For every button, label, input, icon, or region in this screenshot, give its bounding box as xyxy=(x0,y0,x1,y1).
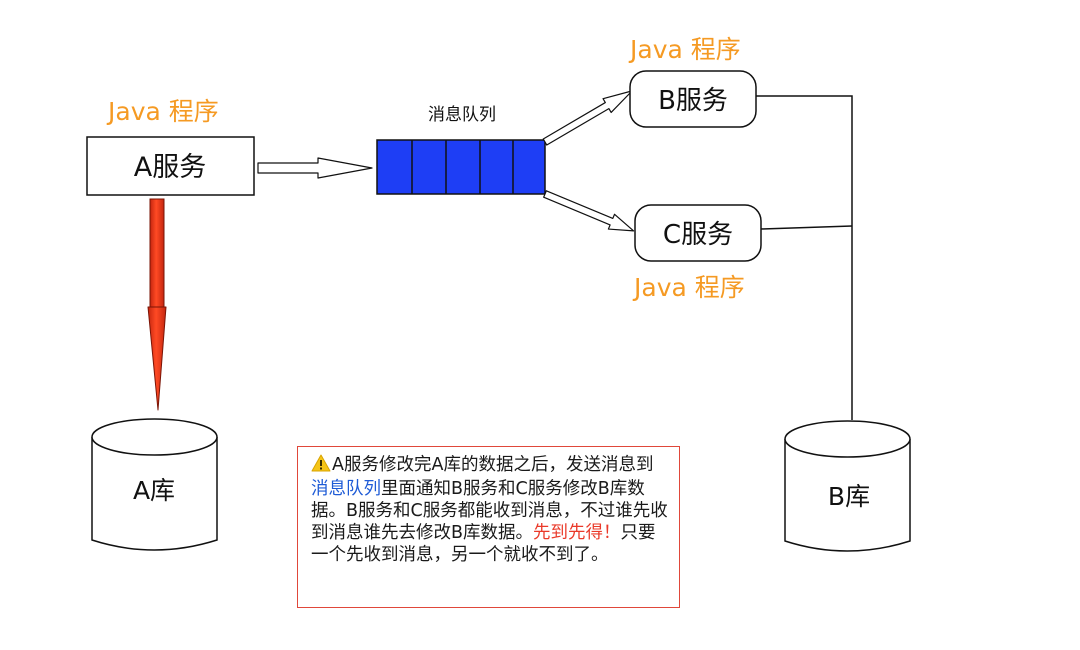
note-highlight-first: 先到先得！ xyxy=(533,523,621,543)
database-b: B库 xyxy=(784,420,911,552)
java-label-c: Java 程序 xyxy=(632,273,745,302)
arrow-a-to-db xyxy=(147,198,167,411)
service-c-node: C服务 xyxy=(634,204,762,262)
service-c-label: C服务 xyxy=(663,220,733,250)
java-label-b: Java 程序 xyxy=(628,35,741,64)
service-a-node: A服务 xyxy=(86,136,255,196)
queue-title: 消息队列 xyxy=(428,105,496,125)
service-b-node: B服务 xyxy=(629,70,757,128)
database-a: A库 xyxy=(91,418,218,551)
note-text-part2: 里面通知B服务和C服务修改B库数据。B服务和C服务都能收到消息，不过谁先收到消息… xyxy=(311,479,668,543)
connector-b-to-db xyxy=(756,95,853,420)
note-text-part3: 只要一个先收到消息，另一个就收不到了。 xyxy=(311,523,656,565)
arrow-queue-to-c xyxy=(543,190,635,232)
service-a-label: A服务 xyxy=(134,152,206,183)
note-highlight-queue: 消息队列 xyxy=(311,479,381,499)
service-b-label: B服务 xyxy=(658,86,728,116)
connector-c-to-db xyxy=(760,225,853,230)
java-label-a: Java 程序 xyxy=(106,97,219,126)
db-a-label: A库 xyxy=(133,476,175,505)
explanation-note: A服务修改完A库的数据之后，发送消息到消息队列里面通知B服务和C服务修改B库数据… xyxy=(297,446,680,608)
message-queue xyxy=(376,139,546,195)
arrow-queue-to-b xyxy=(542,90,633,146)
warning-icon xyxy=(311,454,331,478)
note-text-part1: A服务修改完A库的数据之后，发送消息到 xyxy=(332,455,654,475)
arrow-a-to-queue xyxy=(257,157,373,179)
db-b-label: B库 xyxy=(828,482,870,511)
